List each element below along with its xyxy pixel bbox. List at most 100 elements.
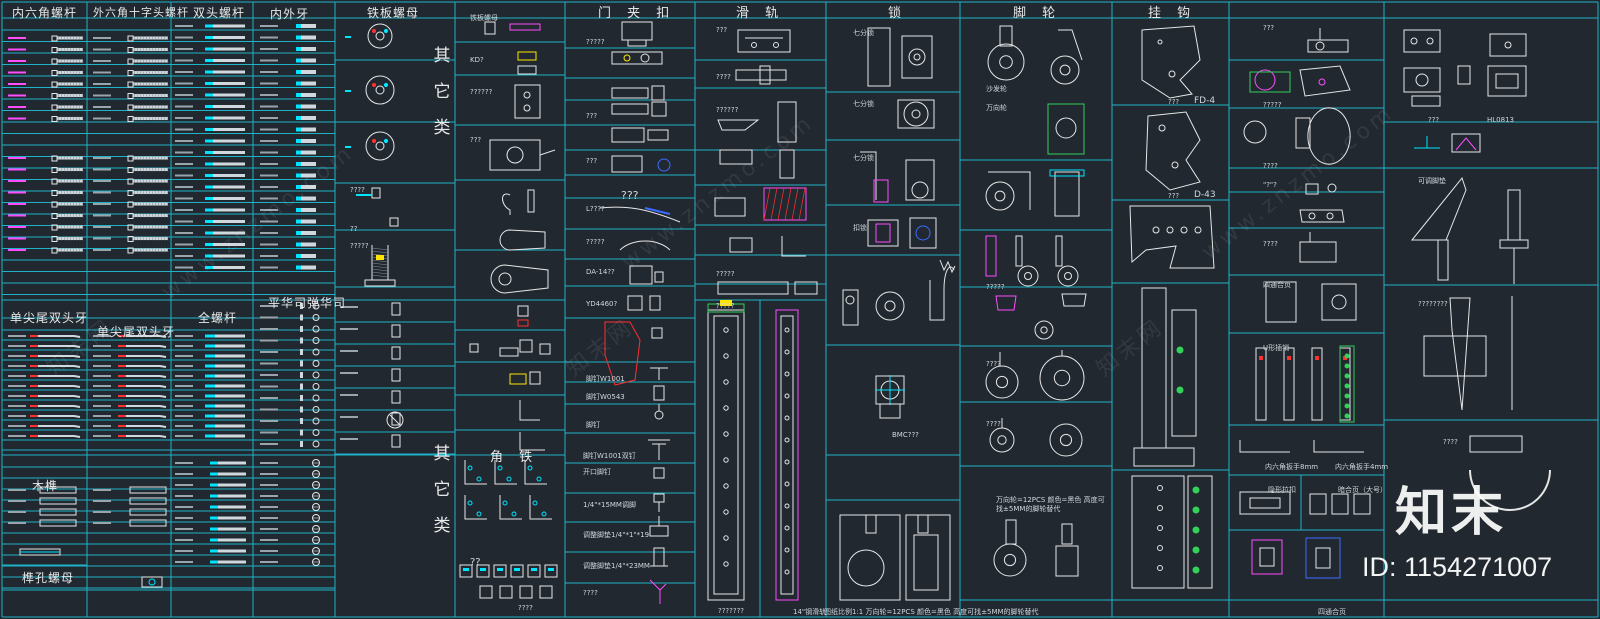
hex-bolt-label-2: [8, 157, 26, 159]
hex-bolt-thread: [66, 81, 69, 87]
thread-insert-mark: [296, 254, 301, 258]
washer-label: [260, 431, 278, 434]
hex-bolt-thread: [60, 35, 63, 41]
hex-bolt-thread: [57, 58, 60, 64]
latch-tongue: [539, 149, 556, 156]
lock-plate-1: [867, 27, 891, 87]
cross-bolt-b-thread: [148, 224, 151, 230]
caster-bolt-1: [1005, 519, 1017, 545]
full-thread-mark: [205, 424, 215, 428]
cross-bolt-b-thread: [136, 247, 139, 253]
hinge-plate: [514, 84, 541, 119]
hidden-pull-inner: [1249, 497, 1281, 509]
hex-bolt-b-shank: [57, 214, 83, 217]
hex-bolt-b-thread: [66, 213, 69, 218]
washer-side: [300, 395, 303, 401]
fitting-3: [1403, 67, 1441, 93]
header-double-end-bolt: 双头螺杆: [193, 6, 246, 20]
angle-iron-hole: [536, 476, 542, 482]
hex-bolt-thread: [75, 93, 78, 98]
hex-bolt-b-thread: [63, 167, 66, 172]
u-bar-0: [1255, 347, 1267, 421]
cross-bolt-thread: [139, 35, 142, 41]
cross-bolt-thread: [154, 116, 157, 121]
misc-label-7: U形插销: [1263, 344, 1290, 352]
door-label-16: ????: [583, 589, 598, 597]
dowel-label: [8, 522, 26, 524]
cross-bolt-thread: [136, 116, 139, 121]
small-bracket-mark: [463, 568, 469, 571]
spt-label: [8, 395, 26, 397]
thread-insert-mark: [296, 173, 301, 178]
slide-hatch: [777, 187, 785, 221]
hex-bolt-thread: [75, 47, 78, 52]
low-label: [175, 506, 193, 508]
hook-d43: [1145, 111, 1201, 191]
plate-nut-hole-1: [375, 85, 385, 95]
cross-bolt-thread: [139, 47, 142, 52]
cross-bolt-b-thread: [166, 201, 169, 207]
cross-bolt-label-2: [93, 180, 111, 182]
door-catch-4b: [651, 101, 667, 117]
hex-bolt-shank: [57, 94, 83, 97]
hinge-plate-1: [627, 295, 643, 311]
lock-body-3: [909, 217, 937, 249]
caster-low-1: [993, 543, 1027, 577]
ball-catch: [1305, 183, 1319, 195]
washer-side: [300, 303, 303, 309]
lock-round: [903, 101, 929, 127]
hasp: [1307, 39, 1349, 53]
hex-bolt-label-2: [8, 237, 26, 240]
stem-twin-2: [1049, 423, 1083, 457]
lock-bolt: [860, 151, 877, 200]
cross-bolt-thread: [142, 104, 145, 110]
caster-label-5: ????: [986, 420, 1001, 428]
double-bolt-label: [175, 36, 193, 39]
angle-a: [519, 400, 540, 421]
cross-bolt-thread: [154, 93, 157, 98]
outline: [1495, 73, 1519, 89]
iron-label-2: ????: [518, 604, 533, 612]
cross-bolt-thread: [139, 93, 142, 98]
cross-bolt-b-thread: [157, 155, 160, 161]
double-bolt: [205, 231, 245, 235]
hex-bolt-b-thread: [60, 236, 63, 241]
spt2-mark: [118, 415, 126, 417]
hex-bolt-b-thread: [75, 167, 78, 172]
cross-bolt-b-thread: [157, 213, 160, 218]
hex-bolt-thread: [72, 93, 75, 98]
hex-bolt-label-2: [8, 226, 26, 228]
lock-plate-3: [867, 219, 899, 247]
cross-bolt-b-thread: [160, 213, 163, 218]
cross-bolt-thread: [145, 116, 148, 121]
header-caster: 脚 轮: [1013, 6, 1062, 21]
low-washer: [312, 536, 320, 544]
hex-bolt-thread: [78, 93, 81, 98]
outline: [1315, 547, 1331, 569]
hex-bolt-b-thread: [60, 178, 63, 184]
sofa-caster-2: [1050, 55, 1080, 85]
double-bolt: [205, 139, 245, 143]
spt2-mark: [118, 435, 126, 437]
slide-foot-label: 14"钢滑轨: [793, 608, 827, 616]
cross-bolt-b-thread: [133, 190, 136, 195]
rail-left-inner: [713, 315, 739, 595]
spt-label: [8, 385, 26, 387]
hex-bolt-b-thread: [78, 178, 81, 184]
small-bracket: [459, 564, 473, 578]
thread-insert: [296, 93, 316, 97]
rail-left-hole: [723, 509, 729, 515]
thread-insert-mark: [296, 24, 301, 28]
full-label: [175, 435, 193, 437]
clip-6: [539, 343, 551, 355]
double-bolt-mark: [205, 185, 213, 189]
full-thread: [205, 404, 245, 408]
hex-bolt-thread: [81, 93, 84, 98]
door-label-11: 脚钉W1001双钉: [583, 452, 636, 460]
hex-bolt-thread: [63, 47, 66, 52]
full-thread-mark: [205, 334, 215, 338]
full-thread-mark: [205, 354, 215, 358]
cross-bolt-b-thread: [163, 167, 166, 172]
washer-label: [260, 328, 278, 330]
spt-mark: [30, 345, 38, 347]
